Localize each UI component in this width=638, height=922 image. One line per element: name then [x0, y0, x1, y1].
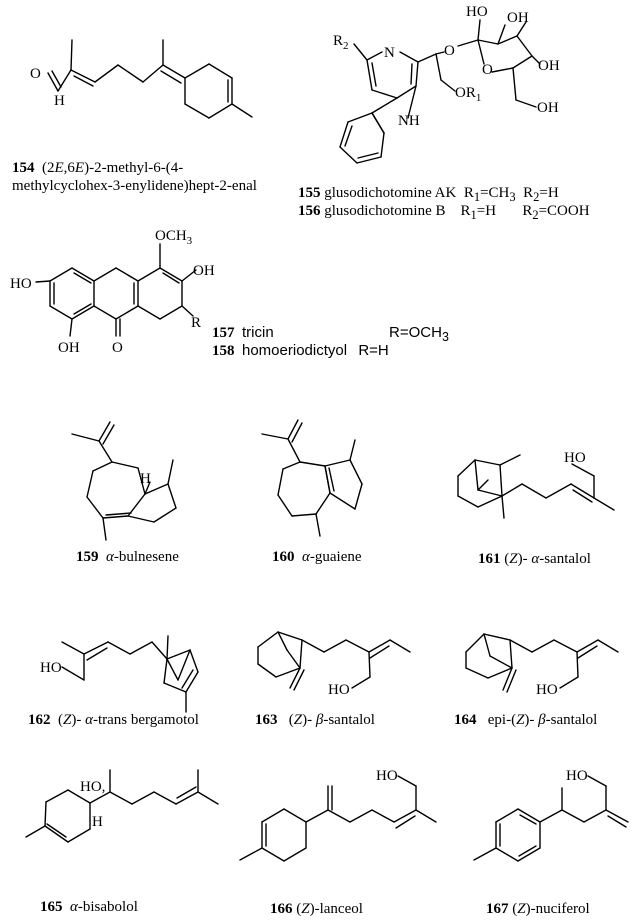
caption-155: 155 glusodichotomine AK R1=CH3 R2=H: [298, 185, 559, 204]
structure-162: [61, 635, 199, 713]
caption-163: 163 (Z)- β-santalol: [255, 712, 375, 728]
structure-166: [239, 775, 437, 862]
caption-166: 166 (Z)-lanceol: [270, 901, 363, 917]
atom-OH-sugar2: OH: [507, 10, 529, 26]
caption-159: 159 α-bulnesene: [76, 549, 179, 565]
atom-HO-flavone: HO: [10, 276, 32, 292]
atom-OCH3: OCH3: [155, 228, 193, 247]
structure-157-158: [35, 243, 197, 337]
caption-160: 160 α-guaiene: [272, 549, 362, 565]
atom-OH-sugar3: OH: [538, 58, 560, 74]
atom-OH-flavone2: OH: [58, 340, 80, 356]
caption-157-r: R=OCH3: [389, 324, 449, 344]
atom-HO-162: HO: [40, 660, 62, 676]
atom-R-flavone: R: [191, 315, 201, 331]
atom-HO-sugar1: HO: [466, 4, 488, 20]
atom-HO-167: HO: [566, 768, 588, 784]
caption-156: 156 glusodichotomine B R1=H R2=COOH: [298, 203, 590, 222]
structure-164: [465, 633, 619, 693]
structure-165: [25, 769, 219, 843]
atom-O-glycoside: O: [444, 43, 455, 59]
atom-NH: NH: [398, 113, 420, 129]
caption-167: 167 (Z)-nuciferol: [486, 901, 590, 917]
atom-HO-165: HO,: [80, 779, 105, 795]
structure-163: [257, 631, 411, 691]
atom-H-165: H: [92, 814, 103, 830]
atom-O-ring: O: [482, 62, 493, 78]
atom-H: H: [54, 93, 65, 109]
structure-154: [47, 39, 253, 119]
atom-O: O: [30, 66, 41, 82]
atom-OH-sugar4: OH: [537, 100, 559, 116]
caption-165: 165 α-bisabolol: [40, 899, 138, 915]
caption-161: 161 (Z)- α-santalol: [478, 551, 591, 567]
structure-160: [261, 419, 363, 537]
structure-159: [71, 421, 177, 541]
atom-O-flavone: O: [112, 340, 123, 356]
atom-OR1: OR1: [455, 85, 481, 104]
caption-158: 158 homoeriodictyol R=H: [212, 342, 389, 359]
caption-164: 164 epi-(Z)- β-santalol: [454, 712, 598, 728]
atom-H-159: H: [140, 471, 151, 487]
atom-HO-166: HO: [376, 768, 398, 784]
caption-162: 162 (Z)- α-trans bergamotol: [28, 712, 199, 728]
caption-154-line2: methylcyclohex-3-enylidene)hept-2-enal: [12, 178, 257, 194]
atom-HO-164: HO: [536, 682, 558, 698]
atom-N: N: [384, 45, 395, 61]
atom-OH-flavone: OH: [193, 263, 215, 279]
structure-167: [473, 775, 629, 862]
atom-R2: R2: [333, 33, 349, 52]
caption-157: 157 tricin: [212, 324, 274, 341]
atom-HO-163: HO: [328, 682, 350, 698]
structure-161: [457, 454, 615, 519]
caption-154: 154 (2E,6E)-2-methyl-6-(4-: [12, 160, 184, 176]
atom-HO-161: HO: [564, 450, 586, 466]
structure-155-156: [339, 19, 541, 164]
